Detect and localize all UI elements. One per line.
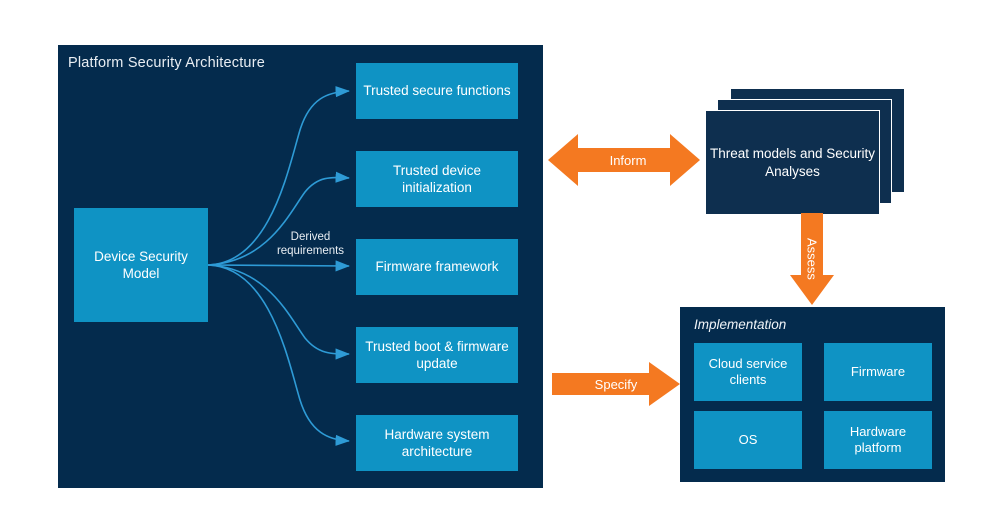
- threat-models-label: Threat models and Security Analyses: [709, 145, 876, 179]
- requirement-box-label: Trusted secure functions: [363, 83, 511, 99]
- implementation-cell-cloud-service-clients[interactable]: Cloud service clients: [694, 343, 802, 401]
- implementation-cell-os[interactable]: OS: [694, 411, 802, 469]
- implementation-grid: Cloud service clients Firmware OS Hardwa…: [694, 343, 932, 469]
- implementation-cell-label: OS: [738, 431, 758, 447]
- device-security-model-box[interactable]: Device Security Model: [74, 208, 208, 322]
- derived-requirements-label: Derived requirements: [276, 231, 345, 258]
- requirement-box-label: Trusted boot & firmware update: [365, 338, 509, 371]
- implementation-cell-label: Firmware: [850, 363, 906, 379]
- implementation-panel: Implementation Cloud service clients Fir…: [680, 307, 945, 482]
- assess-connector[interactable]: Assess: [790, 213, 834, 305]
- down-arrow-icon: [790, 213, 834, 305]
- device-security-model-label: Device Security Model: [94, 248, 188, 281]
- implementation-cell-firmware[interactable]: Firmware: [824, 343, 932, 401]
- inform-connector[interactable]: Inform: [548, 132, 700, 188]
- threat-models-stack: Threat models and Security Analyses: [705, 88, 905, 215]
- psa-panel-title: Platform Security Architecture: [68, 55, 265, 71]
- specify-connector[interactable]: Specify: [552, 362, 680, 406]
- requirement-box-label: Trusted device initialization: [392, 162, 482, 195]
- threat-models-card-front[interactable]: Threat models and Security Analyses: [705, 110, 880, 215]
- requirement-box-hardware-system-architecture[interactable]: Hardware system architecture: [356, 415, 518, 471]
- requirement-box-trusted-boot-firmware-update[interactable]: Trusted boot & firmware update: [356, 327, 518, 383]
- requirement-box-label: Firmware framework: [375, 259, 499, 275]
- requirement-box-firmware-framework[interactable]: Firmware framework: [356, 239, 518, 295]
- implementation-cell-label: Cloud service clients: [708, 355, 788, 387]
- implementation-cell-hardware-platform[interactable]: Hardware platform: [824, 411, 932, 469]
- requirement-box-label: Hardware system architecture: [384, 426, 490, 459]
- right-arrow-icon: [552, 362, 680, 406]
- requirement-box-trusted-secure-functions[interactable]: Trusted secure functions: [356, 63, 518, 119]
- double-arrow-icon: [548, 134, 700, 186]
- implementation-panel-title: Implementation: [694, 317, 787, 332]
- implementation-cell-label: Hardware platform: [849, 423, 907, 455]
- requirement-box-trusted-device-initialization[interactable]: Trusted device initialization: [356, 151, 518, 207]
